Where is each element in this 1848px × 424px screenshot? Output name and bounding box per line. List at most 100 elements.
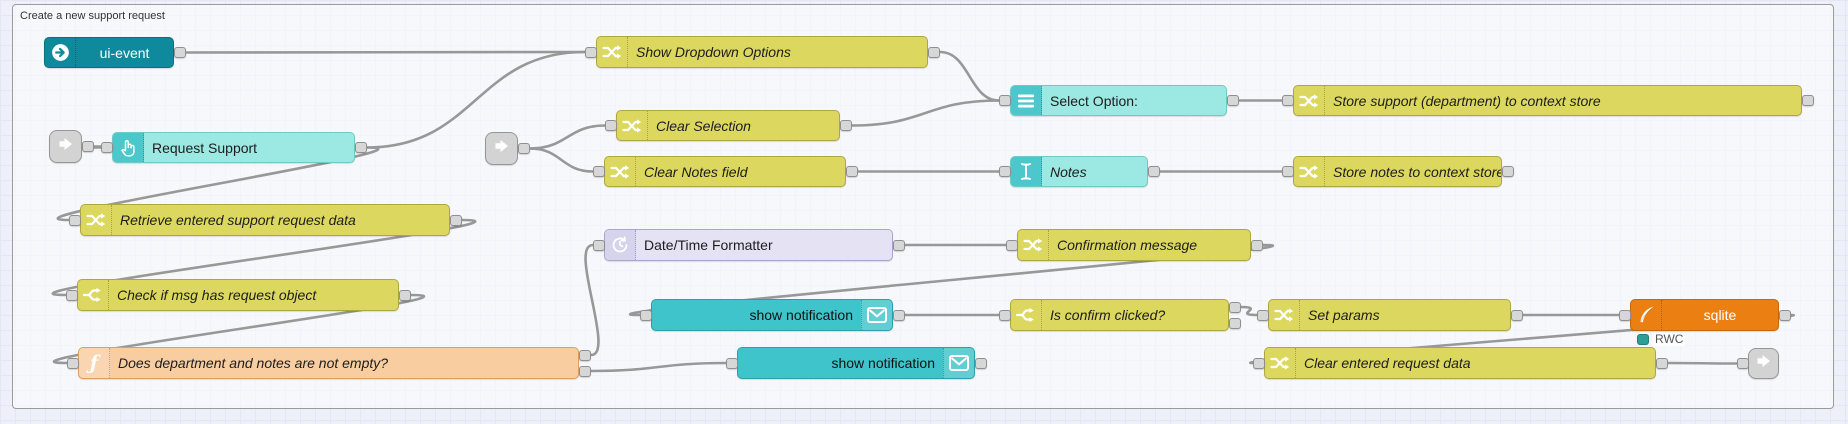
wire-clear-selection-to-select-option[interactable] bbox=[850, 99, 1001, 127]
output-port[interactable] bbox=[1148, 166, 1160, 177]
envelope-icon bbox=[943, 348, 974, 378]
wire-show-dropdown-to-select-option[interactable] bbox=[938, 50, 1001, 102]
wire-request-support-to-retrieve[interactable] bbox=[56, 146, 380, 222]
shuffle-icon bbox=[1294, 157, 1325, 186]
node-notif2[interactable]: show notification bbox=[737, 347, 975, 379]
status-dot-icon bbox=[1637, 334, 1649, 345]
node-clear-notes[interactable]: Clear Notes field bbox=[604, 156, 846, 187]
input-port[interactable] bbox=[67, 357, 79, 369]
node-label: Does department and notes are not empty? bbox=[118, 355, 389, 371]
output-port[interactable] bbox=[399, 289, 411, 301]
node-link-in-1[interactable] bbox=[49, 130, 82, 163]
shuffle-icon bbox=[1265, 348, 1296, 378]
node-label: Show Dropdown Options bbox=[636, 44, 791, 60]
node-confirmation[interactable]: Confirmation message bbox=[1017, 229, 1251, 261]
output-port[interactable] bbox=[518, 143, 530, 154]
input-port[interactable] bbox=[999, 166, 1011, 177]
node-clear-selection[interactable]: Clear Selection bbox=[616, 110, 840, 141]
node-set-params[interactable]: Set params bbox=[1268, 299, 1511, 331]
input-port[interactable] bbox=[593, 166, 605, 177]
node-sqlite[interactable]: sqlite bbox=[1630, 299, 1779, 331]
output-port[interactable] bbox=[82, 141, 94, 152]
wire-request-support-to-show-dropdown[interactable] bbox=[365, 50, 587, 149]
wire-retrieve-to-check-request[interactable] bbox=[51, 218, 477, 297]
output-port[interactable] bbox=[579, 349, 591, 361]
node-ui-event[interactable]: ui-event bbox=[44, 37, 174, 68]
node-select-option[interactable]: Select Option: bbox=[1010, 85, 1227, 116]
wire-check-request-to-fnode[interactable] bbox=[53, 293, 425, 365]
node-label: Clear Selection bbox=[656, 117, 751, 134]
output-port[interactable] bbox=[893, 309, 905, 321]
node-store-notes[interactable]: Store notes to context store bbox=[1293, 156, 1502, 187]
wire-link-in-2-to-clear-selection[interactable] bbox=[528, 124, 607, 150]
input-port[interactable] bbox=[605, 120, 617, 131]
output-port[interactable] bbox=[1251, 239, 1263, 251]
node-link-out[interactable] bbox=[1748, 348, 1779, 379]
bars-icon bbox=[1011, 86, 1042, 115]
node-label: Retrieve entered support request data bbox=[120, 212, 356, 228]
wire-is-confirm-to-set-params[interactable] bbox=[1239, 305, 1259, 317]
shuffle-icon bbox=[617, 111, 648, 140]
feather-icon bbox=[1631, 300, 1662, 330]
node-label: Set params bbox=[1308, 307, 1380, 323]
node-is-confirm[interactable]: Is confirm clicked? bbox=[1010, 299, 1229, 331]
link-arrow-icon bbox=[493, 137, 511, 160]
input-port[interactable] bbox=[726, 357, 738, 369]
input-port[interactable] bbox=[1006, 239, 1018, 251]
input-port[interactable] bbox=[1737, 358, 1749, 369]
output-port[interactable] bbox=[893, 239, 905, 251]
output-port[interactable] bbox=[846, 166, 858, 177]
node-label: Confirmation message bbox=[1057, 237, 1198, 253]
input-port[interactable] bbox=[1282, 166, 1294, 177]
node-check-request[interactable]: Check if msg has request object bbox=[77, 279, 399, 311]
node-label: sqlite bbox=[1703, 307, 1737, 323]
node-retrieve[interactable]: Retrieve entered support request data bbox=[80, 204, 450, 236]
output-port[interactable] bbox=[1229, 301, 1241, 313]
wire-clear-entered-to-link-out[interactable] bbox=[1666, 361, 1739, 365]
output-port[interactable] bbox=[174, 47, 186, 58]
wire-link-in-1-to-request-support[interactable] bbox=[91, 145, 104, 149]
wire-link-in-2-to-clear-notes[interactable] bbox=[528, 147, 595, 173]
input-port[interactable] bbox=[999, 95, 1011, 106]
input-port[interactable] bbox=[999, 309, 1011, 321]
shuffle-icon bbox=[597, 37, 628, 67]
node-datetime[interactable]: Date/Time Formatter bbox=[604, 229, 893, 261]
output-port[interactable] bbox=[355, 142, 367, 153]
node-notes[interactable]: Notes bbox=[1010, 156, 1148, 187]
shuffle-icon bbox=[1269, 300, 1300, 330]
input-port[interactable] bbox=[640, 309, 652, 321]
output-port[interactable] bbox=[1511, 309, 1523, 321]
input-port[interactable] bbox=[69, 214, 81, 226]
input-port[interactable] bbox=[101, 142, 113, 153]
wire-fnode-to-datetime[interactable] bbox=[584, 243, 600, 357]
node-store-support[interactable]: Store support (department) to context st… bbox=[1293, 85, 1802, 116]
input-port[interactable] bbox=[1257, 309, 1269, 321]
output-port[interactable] bbox=[1656, 357, 1668, 369]
status-text: RWC bbox=[1653, 332, 1686, 346]
output-port[interactable] bbox=[1229, 317, 1241, 329]
output-port[interactable] bbox=[1802, 95, 1814, 106]
output-port[interactable] bbox=[928, 46, 940, 58]
wire-fnode-to-notif2[interactable] bbox=[589, 361, 728, 373]
input-port[interactable] bbox=[1253, 357, 1265, 369]
node-clear-entered[interactable]: Clear entered request data bbox=[1264, 347, 1656, 379]
output-port[interactable] bbox=[450, 214, 462, 226]
output-port[interactable] bbox=[975, 357, 987, 369]
output-port[interactable] bbox=[840, 120, 852, 131]
wire-ui-event-to-show-dropdown[interactable] bbox=[184, 50, 587, 54]
node-label: Check if msg has request object bbox=[117, 287, 317, 303]
input-port[interactable] bbox=[585, 46, 597, 58]
node-link-in-2[interactable] bbox=[485, 132, 518, 165]
output-port[interactable] bbox=[1502, 166, 1514, 177]
node-show-dropdown[interactable]: Show Dropdown Options bbox=[596, 36, 928, 68]
output-port[interactable] bbox=[1227, 95, 1239, 106]
input-port[interactable] bbox=[1282, 95, 1294, 106]
input-port[interactable] bbox=[1619, 309, 1631, 321]
node-request-support[interactable]: Request Support bbox=[112, 132, 355, 163]
output-port[interactable] bbox=[579, 365, 591, 377]
output-port[interactable] bbox=[1779, 309, 1791, 321]
node-notif1[interactable]: show notification bbox=[651, 299, 893, 331]
input-port[interactable] bbox=[66, 289, 78, 301]
input-port[interactable] bbox=[593, 239, 605, 251]
